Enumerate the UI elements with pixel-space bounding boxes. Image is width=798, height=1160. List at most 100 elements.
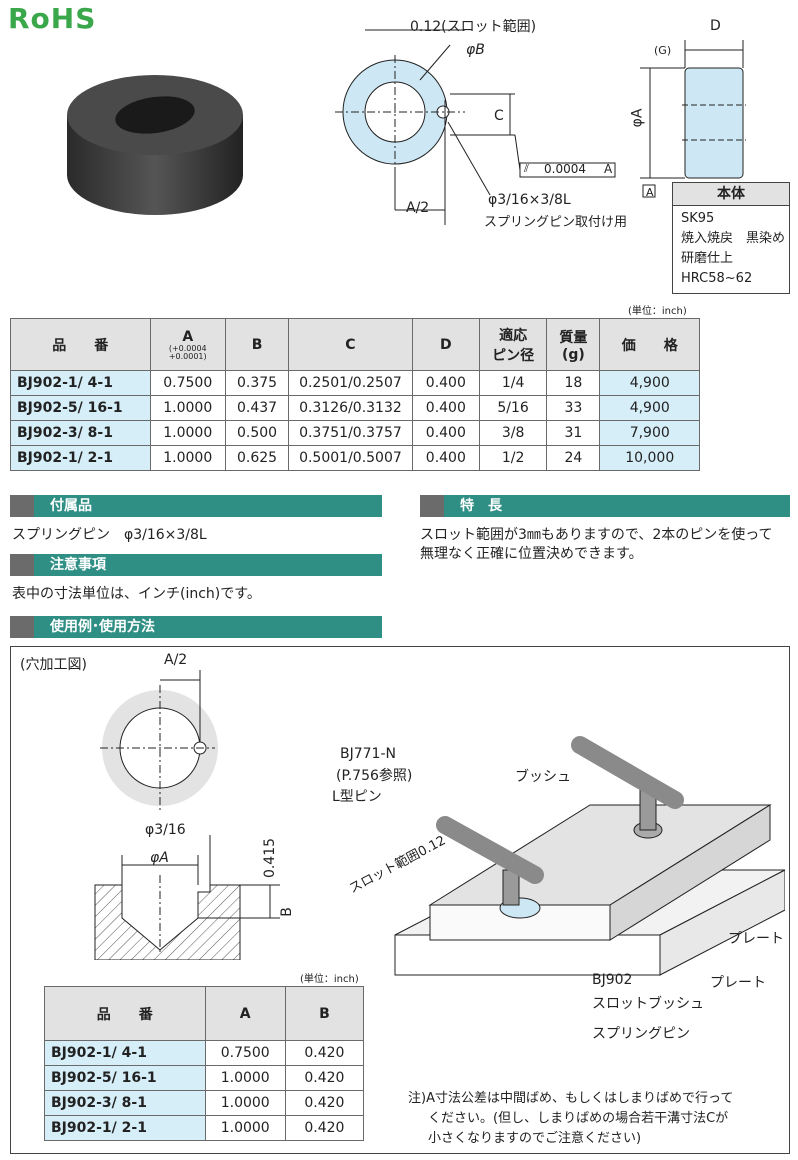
- cell-a: 1.0000: [149, 445, 226, 471]
- cell-pin: 1/2: [478, 445, 548, 471]
- cell-b: 0.375: [224, 370, 290, 396]
- note-line: ください。(但し、しまりばめの場合若干溝寸法Cが: [428, 1111, 729, 1126]
- section-marker: [420, 495, 444, 517]
- cell-c: 0.5001/0.5007: [288, 445, 413, 471]
- top-dimension-drawing: [335, 29, 616, 225]
- label-bj771-ref: (P.756参照): [336, 768, 413, 784]
- cell-b: 0.500: [224, 420, 290, 446]
- table-row: BJ902-1/ 2-1 1.0000 0.625 0.5001/0.5007 …: [10, 445, 700, 471]
- section-accessory: 付属品: [10, 495, 382, 517]
- cell-d: 0.400: [411, 370, 480, 396]
- cell-a: 1.0000: [204, 1090, 286, 1116]
- header-b: B: [224, 318, 290, 371]
- wrench-icon: [10, 554, 34, 576]
- header-b: B: [284, 986, 365, 1041]
- material-line: 研磨仕上: [681, 251, 734, 266]
- material-box: 本体 SK95 焼入焼戻 黒染め 研磨仕上 HRC58~62: [672, 182, 790, 294]
- header-c: C: [288, 318, 413, 371]
- label-plate1: プレート: [728, 931, 784, 947]
- label-bj902: BJ902: [592, 972, 633, 988]
- cell-price: 4,900: [599, 395, 700, 421]
- hole-phiA-label: φA: [150, 850, 169, 866]
- cell-pin: 3/8: [478, 420, 548, 446]
- cell-code: BJ902-1/ 4-1: [44, 1040, 206, 1066]
- table-row: BJ902-5/ 16-1 1.0000 0.420: [44, 1065, 365, 1091]
- A2-label: A/2: [406, 200, 430, 216]
- cell-code: BJ902-1/ 2-1: [10, 445, 151, 471]
- rohs-logo: RoHS: [8, 2, 97, 35]
- header-a: A(+0.0004+0.0001): [149, 318, 226, 371]
- table-row: BJ902-1/ 4-1 0.7500 0.375 0.2501/0.2507 …: [10, 370, 700, 396]
- header-d: D: [411, 318, 480, 371]
- cell-mass: 33: [546, 395, 601, 421]
- side-view-drawing: [640, 40, 746, 198]
- cell-code: BJ902-1/ 2-1: [44, 1115, 206, 1141]
- section-title: 注意事項: [50, 557, 106, 573]
- section-marker: [10, 495, 34, 517]
- hole-table: 品 番 A B BJ902-1/ 4-1 0.7500 0.420 BJ902-…: [44, 986, 365, 1141]
- hole-drawing-title: (穴加工図): [20, 657, 87, 673]
- note-line: 注)A寸法公差は中間ばめ、もしくはしまりばめで行って: [408, 1091, 734, 1106]
- phiA-label: φA: [629, 108, 646, 128]
- slot-range-label: 0.12(スロット範囲): [410, 19, 537, 35]
- label-lpin: L型ピン: [332, 789, 382, 805]
- note-line: 小さくなりますのでご注意ください): [428, 1131, 642, 1146]
- cell-code: BJ902-3/ 8-1: [10, 420, 151, 446]
- accessory-text: スプリングピン φ3/16×3/8L: [12, 527, 207, 543]
- cell-b: 0.437: [224, 395, 290, 421]
- hole-0415-label: 0.415: [262, 837, 279, 879]
- cell-d: 0.400: [411, 395, 480, 421]
- cell-b: 0.625: [224, 445, 290, 471]
- tolerance-datum: A: [604, 162, 613, 176]
- caution-text: 表中の寸法単位は、インチ(inch)です。: [12, 586, 261, 602]
- hole-drawing: [94, 670, 280, 960]
- cell-code: BJ902-5/ 16-1: [44, 1065, 206, 1091]
- cell-a: 1.0000: [149, 420, 226, 446]
- cell-code: BJ902-1/ 4-1: [10, 370, 151, 396]
- section-feature: 特 長: [420, 495, 790, 517]
- header-mass: 質量 (g): [546, 318, 601, 371]
- cell-code: BJ902-5/ 16-1: [10, 395, 151, 421]
- C-label: C: [494, 108, 504, 124]
- table-row: BJ902-1/ 2-1 1.0000 0.420: [44, 1115, 365, 1141]
- cell-pin: 1/4: [478, 370, 548, 396]
- unit-label: (単位：inch): [628, 306, 687, 317]
- label-slotbush: スロットブッシュ: [592, 996, 704, 1012]
- section-title: 使用例･使用方法: [50, 619, 155, 635]
- cell-code: BJ902-3/ 8-1: [44, 1090, 206, 1116]
- material-header: 本体: [673, 183, 789, 206]
- cell-price: 4,900: [599, 370, 700, 396]
- pin-spec-label: φ3/16×3/8L: [488, 192, 571, 208]
- phiB-label: φB: [466, 42, 485, 58]
- pin-note-label: スプリングピン取付け用: [484, 215, 628, 230]
- cell-b: 0.420: [284, 1115, 365, 1141]
- cell-c: 0.2501/0.2507: [288, 370, 413, 396]
- hole-A2-label: A/2: [164, 652, 188, 668]
- cell-mass: 18: [546, 370, 601, 396]
- header-a: A: [204, 986, 286, 1041]
- cell-pin: 5/16: [478, 395, 548, 421]
- cell-a: 1.0000: [204, 1065, 286, 1091]
- section-marker: [10, 616, 34, 638]
- label-spring: スプリングピン: [592, 1026, 690, 1042]
- section-title: 付属品: [50, 498, 92, 514]
- material-line: HRC58~62: [681, 271, 753, 286]
- tolerance-symbol: ⫽: [524, 162, 529, 175]
- spec-table: 品 番 A(+0.0004+0.0001) B C D 適応 ピン径 質量 (g…: [10, 318, 700, 471]
- header-price: 価 格: [599, 318, 700, 371]
- cell-c: 0.3126/0.3132: [288, 395, 413, 421]
- material-line: 焼入焼戻 黒染め: [681, 231, 786, 246]
- table-row: BJ902-3/ 8-1 1.0000 0.500 0.3751/0.3757 …: [10, 420, 700, 446]
- tolerance-value: 0.0004: [544, 162, 586, 176]
- header-pin: 適応 ピン径: [478, 318, 548, 371]
- hole-B-label: B: [278, 907, 295, 917]
- cell-mass: 24: [546, 445, 601, 471]
- label-bush: ブッシュ: [515, 769, 571, 785]
- header-code: 品 番: [44, 986, 206, 1041]
- label-bj771: BJ771-N: [340, 746, 396, 762]
- cell-b: 0.420: [284, 1040, 365, 1066]
- cell-a: 1.0000: [149, 395, 226, 421]
- cell-b: 0.420: [284, 1090, 365, 1116]
- feature-text-line: スロット範囲が3㎜もありますので、2本のピンを使って: [420, 527, 773, 543]
- cell-a: 0.7500: [149, 370, 226, 396]
